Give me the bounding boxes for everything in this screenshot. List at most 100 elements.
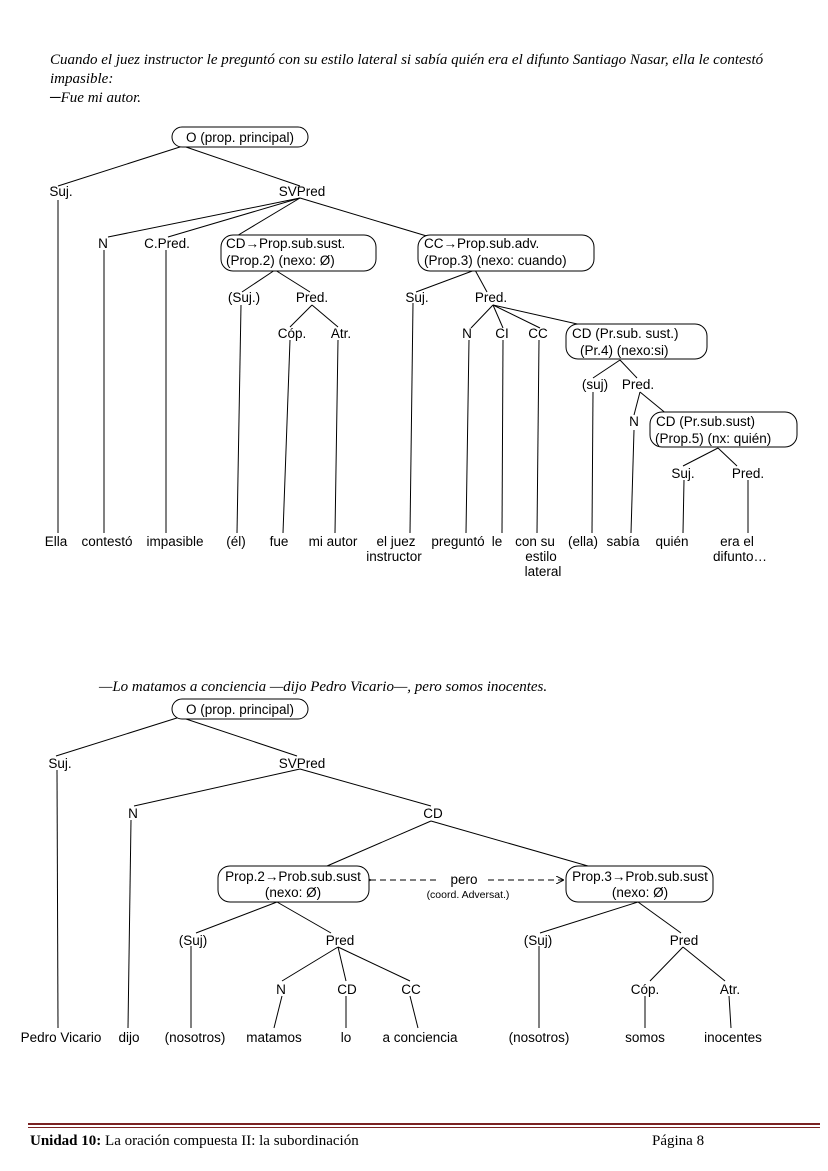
tree-1-prop5-line1: CD (Pr.sub.sust) [656,414,755,429]
tree-1-prop3-line1: CC→Prop.sub.adv. [424,236,539,251]
word-dijo: dijo [118,1030,139,1045]
tree-1: O (prop. principal) Suj. SVPred N C.Pred… [45,126,798,579]
word-el-juez: el juez [376,534,415,549]
word-ella-implicit: (ella) [568,534,598,549]
tree-1-prop2-box [220,234,377,272]
tree-2-words: Pedro Vicario dijo (nosotros) matamos lo… [21,1030,763,1045]
tree-1-atr: Atr. [331,326,351,341]
word-sabia: sabía [606,534,640,549]
tree-1-words: Ella contestó impasible (él) fue mi auto… [45,534,767,579]
tree-2-prop3-line2: (nexo: Ø) [612,885,668,900]
word-contesto: contestó [81,534,132,549]
tree-2-link-note: (coord. Adversat.) [427,889,510,901]
tree-1-prop5-suj: Suj. [671,466,694,481]
tree-1-prop4-pred: Pred. [622,377,654,392]
tree-1-prop3-ci: CI [495,326,509,341]
word-ella: Ella [45,534,68,549]
word-con-su: con su [515,534,555,549]
tree-1-prop3-cc: CC [528,326,548,341]
word-nosotros-2: (nosotros) [509,1030,570,1045]
intro-sentence-1-text: Cuando el juez instructor le preguntó co… [50,52,764,87]
tree-2-n: N [128,806,138,821]
tree-2: O (prop. principal) Suj. SVPred N CD Pro… [21,698,763,1045]
intro-sentence-2-text: —Lo matamos a conciencia —dijo Pedro Vic… [99,679,548,695]
tree-2-prop3-line1: Prop.3→Prob.sub.sust [572,869,708,884]
tree-2-prop2-box [217,865,370,903]
intro-sentence-1: Cuando el juez instructor le preguntó co… [50,51,802,108]
word-instructor: instructor [366,549,422,564]
tree-2-prop2-cd: CD [337,982,357,997]
tree-2-prop2-pred: Pred [326,933,355,948]
intro-sentence-2: —Lo matamos a conciencia —dijo Pedro Vic… [99,678,699,697]
footer-title: Unidad 10: La oración compuesta II: la s… [30,1133,710,1150]
tree-2-prop2-line1: Prop.2→Prob.sub.sust [225,869,361,884]
tree-2-prop2-suj: (Suj) [179,933,208,948]
tree-1-prop2-line1: CD→Prop.sub.sust. [226,236,345,251]
tree-2-prop2-n: N [276,982,286,997]
tree-1-prop4-box [565,323,708,360]
footer-rule [28,1123,820,1125]
tree-1-prop3-suj: Suj. [405,290,428,305]
word-lateral: lateral [525,564,562,579]
word-a-conciencia: a conciencia [382,1030,458,1045]
footer-unit: Unidad 10: [30,1133,102,1149]
tree-2-prop3-pred: Pred [670,933,699,948]
intro-sentence-1-quote: ─Fue mi autor. [50,90,142,106]
word-difunto: difunto… [713,549,767,564]
word-mi-autor: mi autor [309,534,358,549]
tree-2-root-box [171,698,309,720]
tree-2-cop: Cóp. [631,982,660,997]
word-somos: somos [625,1030,665,1045]
tree-1-prop2-line2: (Prop.2) (nexo: Ø) [226,253,335,268]
tree-1-prop5-line2: (Prop.5) (nx: quién) [655,431,771,446]
tree-1-cpred: C.Pred. [144,236,190,251]
tree-1-root: O (prop. principal) [186,130,294,145]
tree-1-suj: Suj. [49,184,72,199]
word-el: (él) [226,534,246,549]
word-matamos: matamos [246,1030,302,1045]
tree-2-cd: CD [423,806,443,821]
word-inocentes: inocentes [704,1030,762,1045]
tree-2-edges [55,716,732,1029]
tree-1-root-box [171,126,309,148]
page-number: Página 8 [652,1133,705,1149]
tree-2-root: O (prop. principal) [186,702,294,717]
tree-1-prop3-box [417,234,595,272]
tree-2-svpred: SVPred [279,756,326,771]
tree-1-prop3-line2: (Prop.3) (nexo: cuando) [424,253,567,268]
tree-1-prop5-box [649,411,798,448]
word-le: le [492,534,503,549]
tree-1-prop4-line2: (Pr.4) (nexo:si) [580,343,669,358]
tree-2-suj: Suj. [48,756,71,771]
tree-1-n: N [98,236,108,251]
tree-1-edges [57,145,749,534]
word-lo: lo [341,1030,352,1045]
word-impasible: impasible [146,534,203,549]
tree-1-prop2-suj: (Suj.) [228,290,260,305]
footer-unit-title: La oración compuesta II: la subordinació… [101,1133,359,1149]
tree-1-prop3-n: N [462,326,472,341]
tree-2-atr: Atr. [720,982,740,997]
word-quien: quién [655,534,688,549]
tree-2-link: pero [450,872,477,887]
tree-2-prop3-suj: (Suj) [524,933,553,948]
word-pedro-vicario: Pedro Vicario [21,1030,102,1045]
tree-2-prop2-cc: CC [401,982,421,997]
footer-rule-thin [28,1127,820,1128]
tree-1-prop3-pred: Pred. [475,290,507,305]
tree-2-prop2-line2: (nexo: Ø) [265,885,321,900]
tree-1-prop5-pred: Pred. [732,466,764,481]
word-nosotros-1: (nosotros) [165,1030,226,1045]
tree-1-prop2-pred: Pred. [296,290,328,305]
word-pregunto: preguntó [431,534,484,549]
word-fue: fue [270,534,289,549]
word-era-el: era el [720,534,754,549]
syntax-trees: O (prop. principal) Suj. SVPred N C.Pred… [21,126,798,1045]
tree-2-prop3-box [565,865,714,903]
tree-1-svpred: SVPred [279,184,326,199]
word-estilo: estilo [525,549,557,564]
tree-1-prop4-line1: CD (Pr.sub. sust.) [572,326,679,341]
tree-1-cop: Cóp. [278,326,307,341]
tree-1-prop4-suj: (suj) [582,377,608,392]
tree-1-prop4-n: N [629,414,639,429]
